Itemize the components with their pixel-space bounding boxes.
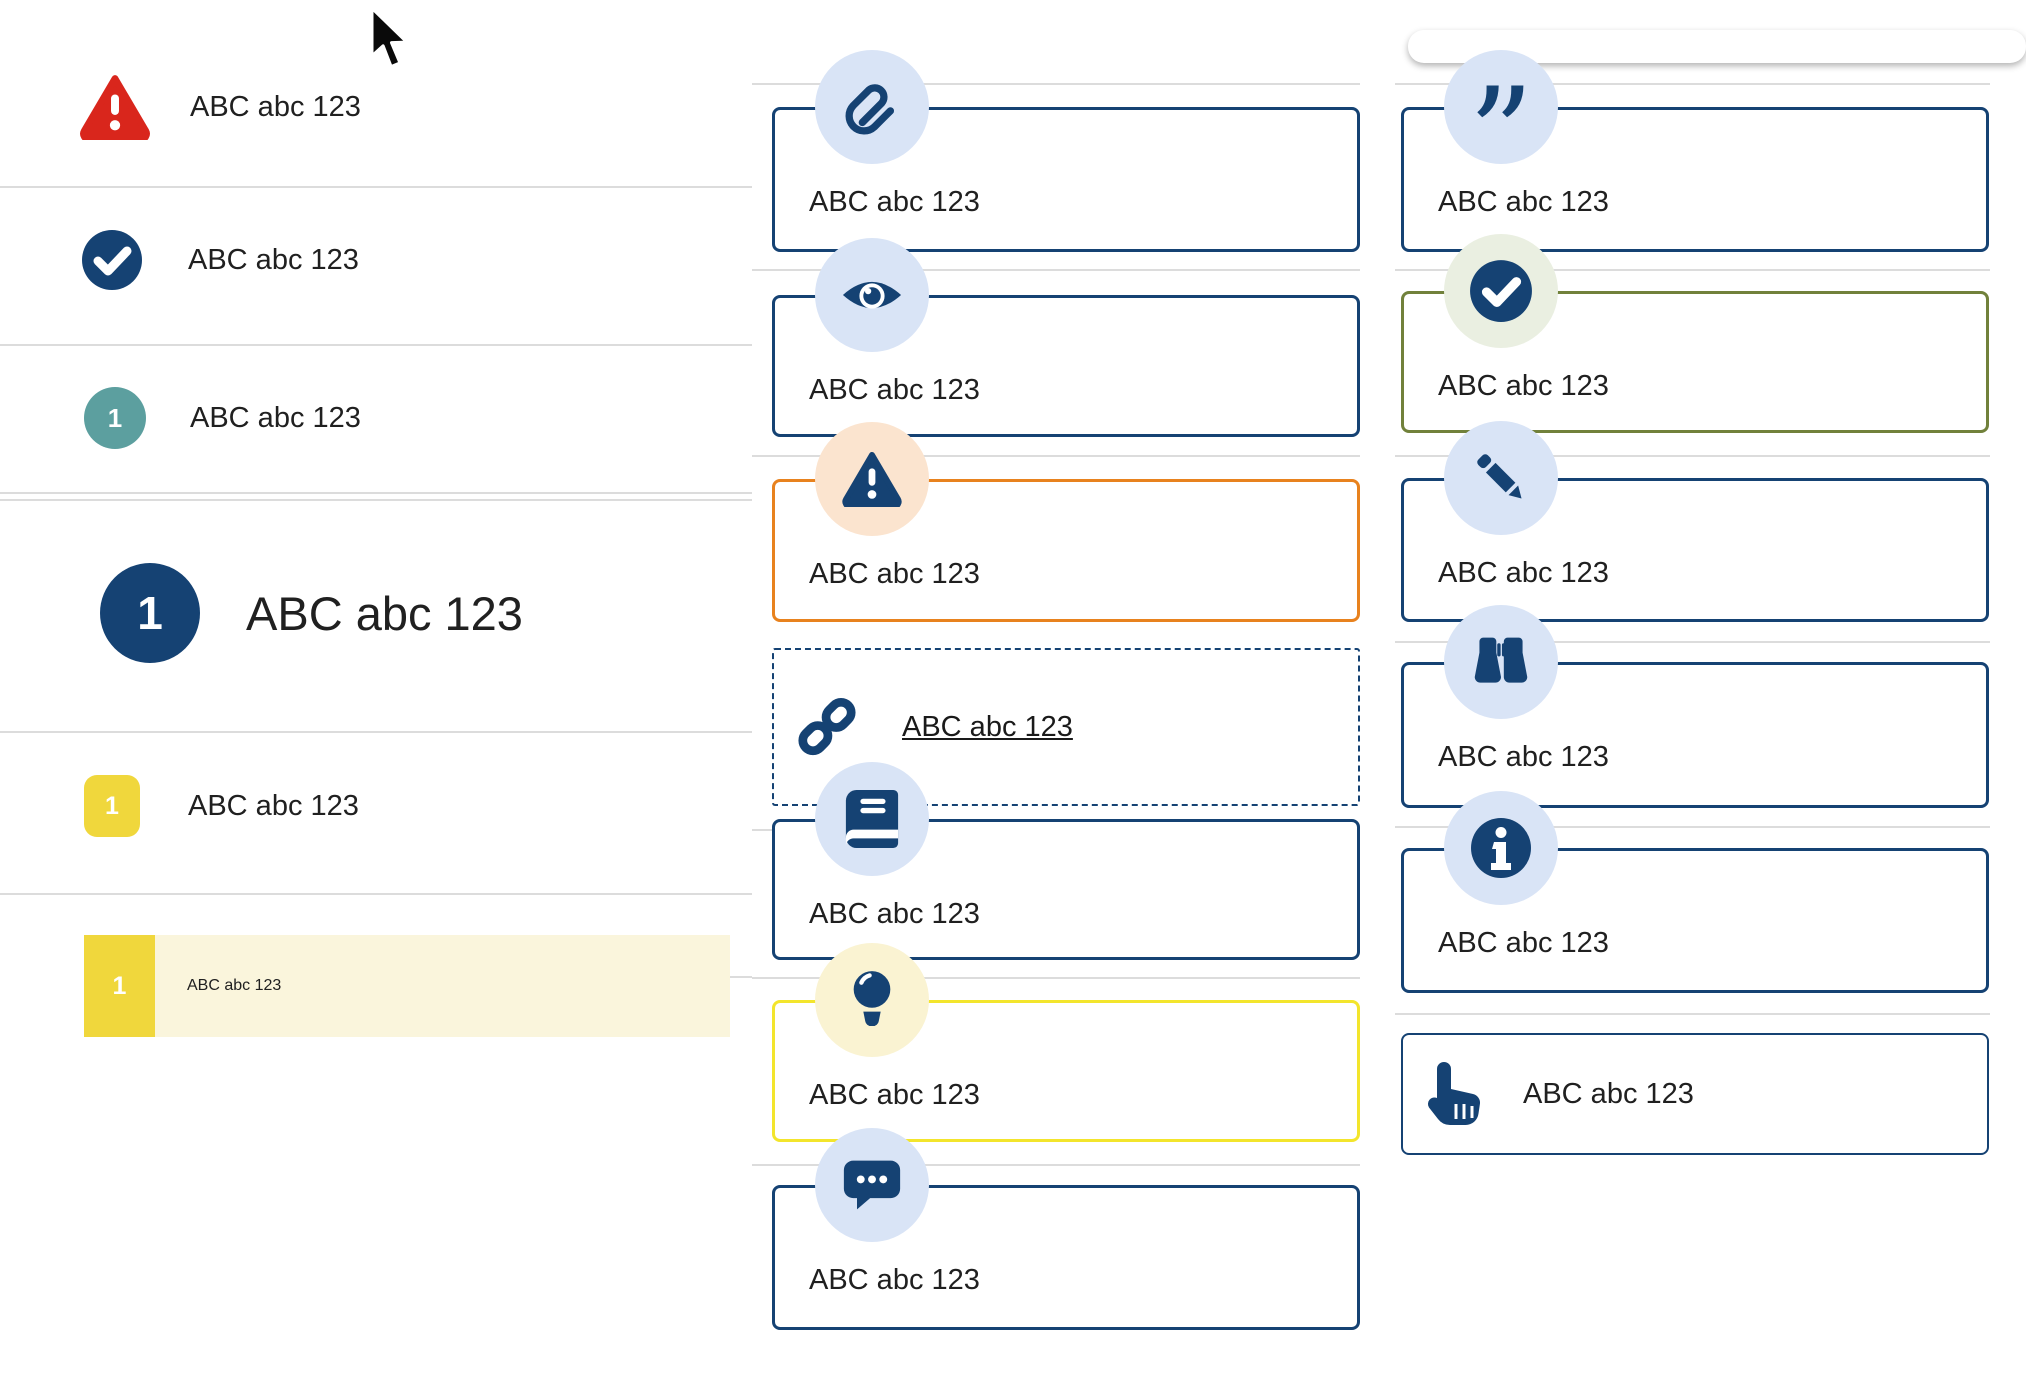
warning-triangle-icon: [815, 422, 929, 536]
quote-icon: ”: [1444, 50, 1558, 200]
eye-icon: [815, 238, 929, 352]
divider: [0, 893, 752, 895]
card-label: ABC abc 123: [1523, 1077, 1694, 1110]
divider: [1395, 455, 1990, 457]
card-label: ABC abc 123: [809, 1079, 980, 1111]
card-label: ABC abc 123: [809, 898, 980, 930]
divider: [0, 492, 752, 494]
pencil-icon: [1444, 421, 1558, 535]
card-book[interactable]: ABC abc 123: [772, 819, 1360, 960]
list-item-check[interactable]: ABC abc 123: [0, 228, 752, 292]
check-circle-icon: [1444, 234, 1558, 348]
link-icon: [796, 696, 858, 758]
divider: [752, 83, 1360, 85]
card-label: ABC abc 123: [1438, 370, 1609, 402]
list-item-label: ABC abc 123: [190, 90, 361, 123]
book-icon: [815, 762, 929, 876]
list-item-label: ABC abc 123: [187, 977, 282, 994]
chat-icon: [815, 1128, 929, 1242]
list-item-label: ABC abc 123: [190, 401, 361, 434]
number-badge-yellow: 1: [84, 775, 140, 837]
number-badge-yellow-selected: 1: [84, 935, 155, 1037]
card-hand-pointer[interactable]: ABC abc 123: [1401, 1033, 1989, 1155]
lightbulb-icon: [815, 943, 929, 1057]
divider: [0, 344, 752, 346]
divider: [752, 455, 1360, 457]
list-item-number-teal[interactable]: 1 ABC abc 123: [0, 386, 752, 450]
divider: [752, 1164, 1360, 1166]
info-icon: [1444, 791, 1558, 905]
card-label: ABC abc 123: [1438, 741, 1609, 773]
divider: [752, 269, 1360, 271]
divider: [752, 977, 1360, 979]
mouse-cursor: [367, 6, 413, 72]
link-text[interactable]: ABC abc 123: [902, 710, 1073, 743]
divider: [1395, 269, 1990, 271]
number-badge-large: 1: [100, 563, 200, 663]
divider: [1395, 83, 1990, 85]
card-label: ABC abc 123: [809, 186, 980, 218]
list-item-label: ABC abc 123: [246, 586, 523, 640]
card-label: ABC abc 123: [1438, 927, 1609, 959]
divider: [1395, 826, 1990, 828]
list-item-number-large[interactable]: 1 ABC abc 123: [0, 562, 752, 664]
list-item-label: ABC abc 123: [188, 243, 359, 276]
list-item-number-yellow-selected[interactable]: 1 ABC abc 123: [84, 935, 730, 1037]
card-label: ABC abc 123: [809, 1264, 980, 1296]
list-item-number-yellow[interactable]: 1 ABC abc 123: [0, 774, 752, 838]
card-paperclip[interactable]: ABC abc 123: [772, 107, 1360, 252]
divider: [0, 186, 752, 188]
alert-triangle-icon: [78, 74, 152, 140]
check-circle-icon: [80, 228, 144, 292]
divider: [0, 731, 752, 733]
divider: [1395, 641, 1990, 643]
list-item-label: ABC abc 123: [188, 789, 359, 822]
binoculars-icon: [1444, 605, 1558, 719]
number-badge-teal: 1: [84, 387, 146, 449]
divider: [0, 499, 752, 501]
divider: [1395, 1013, 1990, 1015]
card-lightbulb[interactable]: ABC abc 123: [772, 1000, 1360, 1142]
hand-pointer-icon: [1423, 1061, 1481, 1127]
card-label: ABC abc 123: [1438, 557, 1609, 589]
card-label: ABC abc 123: [809, 374, 980, 406]
paperclip-icon: [815, 50, 929, 164]
card-label: ABC abc 123: [809, 558, 980, 590]
card-label: ABC abc 123: [1438, 186, 1609, 218]
list-item-alert[interactable]: ABC abc 123: [0, 70, 752, 144]
